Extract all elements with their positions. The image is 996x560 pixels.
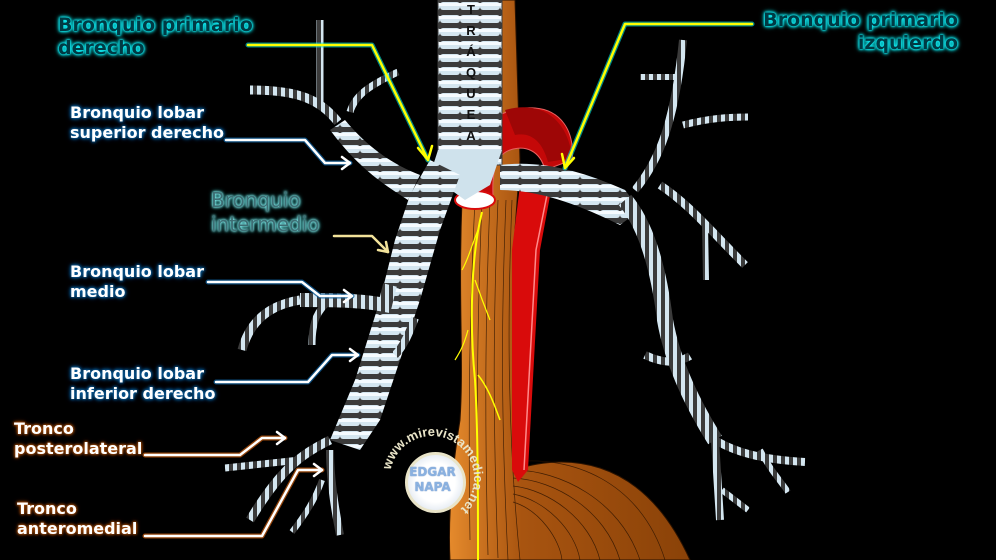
pointer-right-primary xyxy=(246,43,430,162)
label-anteromedial-trunk: Tronco anteromedial xyxy=(17,499,137,538)
label-line: intermedio xyxy=(211,212,320,237)
label-line: Bronquio xyxy=(211,188,301,212)
label-line: Bronquio primario xyxy=(58,14,253,36)
trachea-letter: Á xyxy=(466,44,476,59)
label-line: Bronquio lobar xyxy=(70,262,204,281)
left-bronchial-tree xyxy=(500,39,806,521)
label-line: posterolateral xyxy=(14,438,143,458)
label-right-primary-bronchus: Bronquio primario derecho xyxy=(58,14,253,60)
trachea-letter: R xyxy=(466,23,476,38)
label-line: Tronco xyxy=(17,499,77,518)
label-line: izquierdo xyxy=(857,32,958,55)
label-line: inferior derecho xyxy=(70,383,216,403)
label-line: Tronco xyxy=(14,419,74,438)
label-left-primary-bronchus: Bronquio primario izquierdo xyxy=(763,9,958,55)
label-middle-lobe-bronchus: Bronquio lobar medio xyxy=(70,262,204,301)
label-posterolateral-trunk: Tronco posterolateral xyxy=(14,419,142,458)
label-line: derecho xyxy=(58,37,145,60)
pointers xyxy=(142,21,755,539)
watermark-badge xyxy=(405,452,466,513)
vagus-nerve xyxy=(454,211,501,560)
label-line: Bronquio lobar xyxy=(70,364,204,383)
watermark-name-line2: NAPA xyxy=(414,480,451,494)
label-intermediate-bronchus: Bronquio intermedio xyxy=(211,188,320,237)
label-line: superior derecho xyxy=(70,122,224,142)
trachea-letter: T xyxy=(467,2,475,17)
trachea-letter: U xyxy=(466,86,476,101)
right-bronchial-tree xyxy=(224,20,460,536)
label-line: anteromedial xyxy=(17,518,138,538)
watermark-name-line1: EDGAR xyxy=(409,465,456,479)
trachea-letter: A xyxy=(466,128,476,143)
label-right-lower-lobe-bronchus: Bronquio lobar inferior derecho xyxy=(70,364,215,403)
label-right-upper-lobe-bronchus: Bronquio lobar superior derecho xyxy=(70,103,224,142)
trachea-letter: Q xyxy=(465,65,477,80)
pointer-left-primary xyxy=(563,22,754,170)
label-line: medio xyxy=(70,281,126,301)
label-line: Bronquio lobar xyxy=(70,103,204,122)
trachea-letter: E xyxy=(466,107,476,122)
label-line: Bronquio primario xyxy=(763,9,958,31)
